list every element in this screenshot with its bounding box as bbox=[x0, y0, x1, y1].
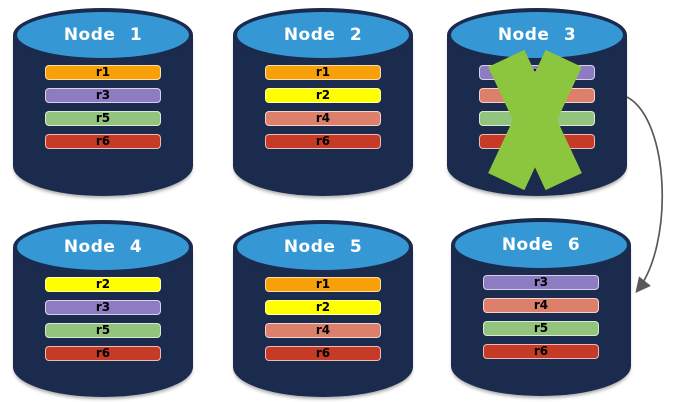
node-2: Node 2 r1 r2 r4 r6 bbox=[233, 8, 413, 196]
node-2-title: Node 2 bbox=[283, 25, 363, 45]
node-3-cylinder-top: Node 3 bbox=[447, 8, 627, 62]
node-1-replica-r3: r3 bbox=[45, 88, 161, 103]
node-6-replica-r4: r4 bbox=[483, 298, 599, 313]
node-1-replica-r6: r6 bbox=[45, 134, 161, 149]
node-5-title: Node 5 bbox=[283, 237, 363, 257]
node-5: Node 5 r1 r2 r4 r6 bbox=[233, 220, 413, 397]
node-6-cylinder-top: Node 6 bbox=[451, 218, 631, 272]
node-1-replica-list: r1 r3 r5 r6 bbox=[45, 65, 161, 149]
node-3: Node 3 r3 bbox=[447, 8, 627, 196]
failure-x-icon bbox=[488, 49, 582, 191]
node-5-replica-list: r1 r2 r4 r6 bbox=[265, 277, 381, 361]
node-1-title: Node 1 bbox=[63, 25, 143, 45]
node-6-replica-r6: r6 bbox=[483, 344, 599, 359]
node-6-replica-r5: r5 bbox=[483, 321, 599, 336]
node-4-cylinder-top: Node 4 bbox=[13, 220, 193, 274]
node-5-replica-r6: r6 bbox=[265, 346, 381, 361]
node-5-replica-r4: r4 bbox=[265, 323, 381, 338]
node-1-replica-r1: r1 bbox=[45, 65, 161, 80]
node-6-title: Node 6 bbox=[501, 235, 581, 255]
node-2-replica-list: r1 r2 r4 r6 bbox=[265, 65, 381, 149]
node-4: Node 4 r2 r3 r5 r6 bbox=[13, 220, 193, 397]
node-6-replica-list: r3 r4 r5 r6 bbox=[483, 275, 599, 359]
node-5-replica-r2: r2 bbox=[265, 300, 381, 315]
node-4-replica-r3: r3 bbox=[45, 300, 161, 315]
node-4-replica-r2: r2 bbox=[45, 277, 161, 292]
node-2-replica-r1: r1 bbox=[265, 65, 381, 80]
node-1-replica-r5: r5 bbox=[45, 111, 161, 126]
failover-arrow-path bbox=[626, 96, 664, 293]
node-1: Node 1 r1 r3 r5 r6 bbox=[13, 8, 193, 196]
node-4-replica-r5: r5 bbox=[45, 323, 161, 338]
node-6: Node 6 r3 r4 r5 r6 bbox=[451, 218, 631, 396]
node-6-replica-r3: r3 bbox=[483, 275, 599, 290]
node-5-replica-r1: r1 bbox=[265, 277, 381, 292]
node-2-replica-r6: r6 bbox=[265, 134, 381, 149]
node-5-cylinder-top: Node 5 bbox=[233, 220, 413, 274]
node-3-title: Node 3 bbox=[497, 25, 577, 45]
node-2-replica-r2: r2 bbox=[265, 88, 381, 103]
node-2-cylinder-top: Node 2 bbox=[233, 8, 413, 62]
node-4-replica-r6: r6 bbox=[45, 346, 161, 361]
node-4-replica-list: r2 r3 r5 r6 bbox=[45, 277, 161, 361]
node-4-title: Node 4 bbox=[63, 237, 143, 257]
node-2-replica-r4: r4 bbox=[265, 111, 381, 126]
node-1-cylinder-top: Node 1 bbox=[13, 8, 193, 62]
